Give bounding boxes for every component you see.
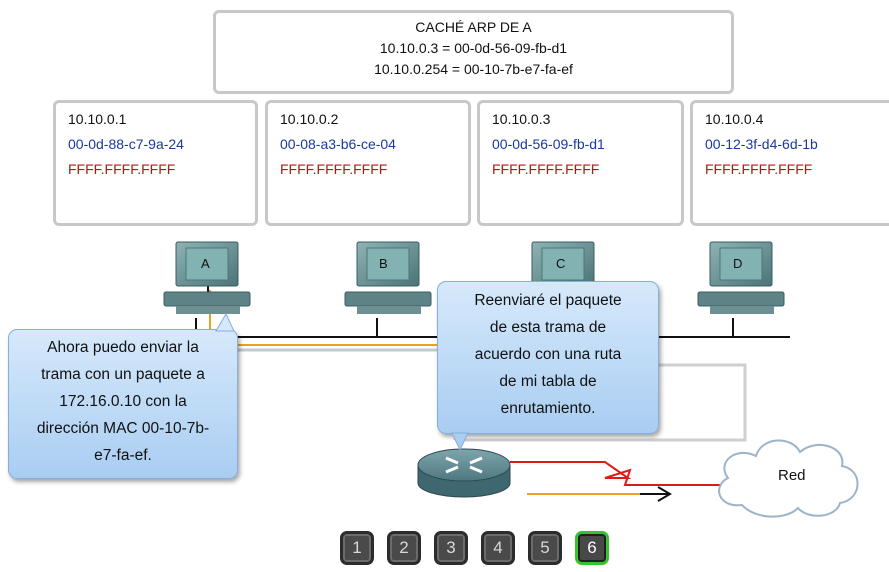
pc-d[interactable] (697, 241, 785, 314)
router-drop (225, 348, 457, 440)
host-mac: 00-0d-88-c7-9a-24 (68, 136, 184, 152)
host-callout-tail (215, 312, 235, 332)
host-mac: 00-0d-56-09-fb-d1 (492, 136, 605, 152)
callout-line: Ahora puedo enviar la (47, 339, 199, 356)
step-button-2[interactable]: 2 (387, 531, 421, 565)
host-ip: 10.10.0.1 (68, 111, 127, 127)
host-mac: 00-12-3f-d4-6d-1b (705, 136, 818, 152)
pc-a[interactable] (163, 241, 251, 314)
callout-line: 172.16.0.10 con la (59, 393, 187, 410)
pc-d-label: D (733, 256, 742, 271)
step-button-5[interactable]: 5 (528, 531, 562, 565)
arp-cache-entry: 10.10.0.3 = 00-0d-56-09-fb-d1 (379, 40, 568, 56)
host-info-a: 10.10.0.1 00-0d-88-c7-9a-24 FFFF.FFFF.FF… (53, 100, 258, 226)
step-button-3[interactable]: 3 (434, 531, 468, 565)
host-broadcast: FFFF.FFFF.FFFF (705, 161, 813, 177)
host-mac: 00-08-a3-b6-ce-04 (280, 136, 396, 152)
host-broadcast: FFFF.FFFF.FFFF (68, 161, 176, 177)
cloud-icon (718, 439, 859, 518)
callout-line: acuerdo con una ruta (474, 346, 622, 363)
router-icon[interactable] (417, 448, 511, 498)
router-callout-tail (451, 432, 469, 452)
host-ip: 10.10.0.3 (492, 111, 551, 127)
frame-arrow-head (657, 486, 672, 502)
callout-line: e7-fa-ef. (94, 447, 152, 464)
step-button-1[interactable]: 1 (340, 531, 374, 565)
step-button-6[interactable]: 6 (575, 531, 609, 565)
arp-cache-entry: 10.10.0.254 = 00-10-7b-e7-fa-ef (374, 61, 573, 77)
host-broadcast: FFFF.FFFF.FFFF (280, 161, 388, 177)
callout-line: enrutamiento. (500, 400, 596, 417)
pc-a-label: A (201, 256, 210, 271)
callout-line: Reenviaré el paquete (474, 292, 622, 309)
host-broadcast: FFFF.FFFF.FFFF (492, 161, 600, 177)
serial-link (510, 461, 730, 486)
arp-cache-title: CACHÉ ARP DE A (415, 19, 532, 35)
host-ip: 10.10.0.4 (705, 111, 764, 127)
host-ip: 10.10.0.2 (280, 111, 339, 127)
callout-line: de esta trama de (489, 319, 607, 336)
pc-b-label: B (379, 256, 388, 271)
host-a-callout: Ahora puedo enviar la trama con un paque… (8, 329, 238, 479)
host-info-b: 10.10.0.2 00-08-a3-b6-ce-04 FFFF.FFFF.FF… (265, 100, 471, 226)
cloud-label: Red (778, 467, 806, 484)
step-button-4[interactable]: 4 (481, 531, 515, 565)
callout-line: trama con un paquete a (41, 366, 205, 383)
pc-b[interactable] (344, 241, 432, 314)
router-callout: Reenviaré el paquete de esta trama de ac… (437, 281, 659, 434)
callout-line: dirección MAC 00-10-7b- (36, 420, 210, 437)
callout-line: de mi tabla de (499, 373, 597, 390)
pc-c-label: C (556, 256, 565, 271)
arp-cache-box: CACHÉ ARP DE A 10.10.0.3 = 00-0d-56-09-f… (213, 10, 734, 94)
host-info-c: 10.10.0.3 00-0d-56-09-fb-d1 FFFF.FFFF.FF… (477, 100, 684, 226)
host-info-d: 10.10.0.4 00-12-3f-d4-6d-1b FFFF.FFFF.FF… (690, 100, 889, 226)
